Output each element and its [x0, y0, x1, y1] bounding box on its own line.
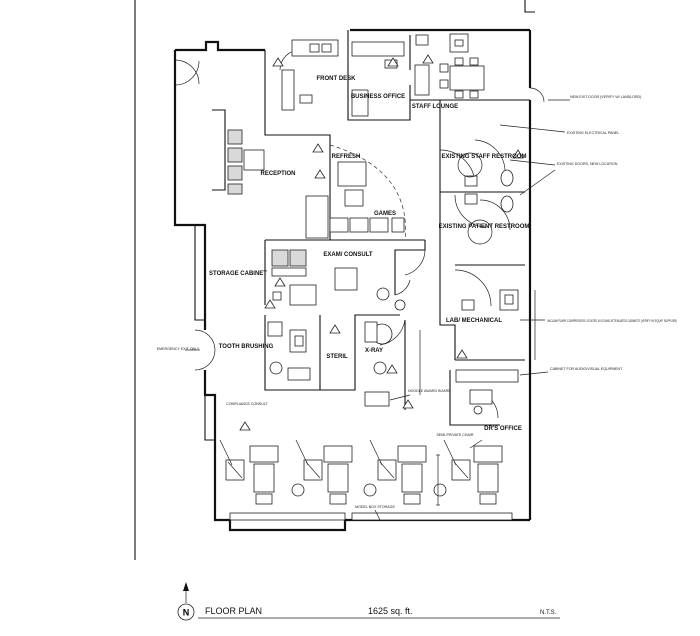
label-storage-cabinet: STORAGE CABINET [209, 271, 267, 277]
title-block: N FLOOR PLAN 1625 sq. ft. N.T.S. [177, 582, 560, 621]
label-business-office: BUSINESS OFFICE [351, 94, 405, 100]
north-label: N [183, 608, 190, 618]
label-lab-mechanical: LAB/ MECHANICAL [446, 318, 502, 324]
exam-consult-furniture [271, 249, 406, 311]
label-refresh: REFRESH [332, 154, 361, 160]
label-front-desk: FRONT DESK [317, 76, 357, 82]
callout-leaders [185, 99, 570, 521]
dental-chair-1 [219, 439, 305, 505]
note-new-exit-door: NEW EXIT DOOR (VERIFY W/ LANDLORD) [570, 95, 641, 99]
dental-chair-4 [443, 439, 503, 505]
dental-chair-3 [369, 439, 447, 505]
reception-furniture [227, 129, 405, 239]
label-emergency-exit: EMERGENCY EXIT ONLY [157, 347, 200, 351]
operatory-bay [219, 439, 513, 521]
label-xray: X-RAY [365, 348, 383, 354]
label-reception: RECEPTION [260, 171, 295, 177]
dimensions [419, 290, 536, 506]
label-staff-lounge: STAFF LOUNGE [412, 104, 458, 110]
label-exam-consult: EXAM/ CONSULT [323, 252, 373, 258]
note-semi-private-chair: SEMI-PRIVATE CHAIR [436, 433, 473, 437]
front-office-furniture [281, 33, 485, 117]
dental-chair-2 [295, 439, 377, 505]
callout-notes: NEW EXIT DOOR (VERIFY W/ LANDLORD) EXIST… [355, 95, 677, 509]
label-existing-patient-restroom: EXISTING PATIENT RESTROOM [439, 224, 530, 230]
label-existing-staff-restroom: EXISTING STAFF RESTROOM [442, 154, 527, 160]
plan-title: FLOOR PLAN [205, 606, 262, 616]
note-model-box-storage: MODEL BOX STORAGE [355, 505, 395, 509]
note-vacuum-pump: VACUUM PUMP/ COMPRESSOR LOCATED IN SOUND… [547, 319, 677, 323]
plan-area: 1625 sq. ft. [368, 606, 413, 616]
label-compliance-consult: COMPLIANCE CONSULT [226, 402, 268, 406]
label-steril: STERIL [326, 354, 348, 360]
label-drs-office: DR'S OFFICE [484, 426, 522, 432]
clinical-fixtures [267, 289, 519, 415]
restroom-fixtures [457, 152, 514, 245]
note-existing-electrical-panel: EXISTING ELECTRICAL PANEL [567, 131, 619, 135]
label-tooth-brushing: TOOTH BRUSHING [219, 344, 274, 350]
interior-walls [264, 30, 530, 426]
note-noodle-award-board: NOODLE AWARD BOARD [408, 389, 451, 393]
note-existing-doors-new-location: EXISTING DOORS, NEW LOCATION [557, 162, 618, 166]
label-games: GAMES [374, 211, 396, 217]
elevation-markers [239, 54, 524, 431]
north-arrow-icon [177, 603, 195, 621]
room-labels: FRONT DESK BUSINESS OFFICE STAFF LOUNGE … [157, 76, 530, 432]
plan-scale: N.T.S. [540, 610, 557, 616]
note-cabinet-av: CABINET FOR AUDIO/VISUAL EQUIPMENT [550, 367, 623, 371]
